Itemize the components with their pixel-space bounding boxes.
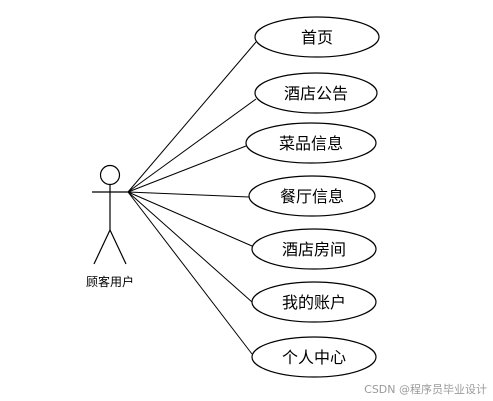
actor-figure bbox=[92, 164, 128, 265]
association-line-personal-center bbox=[127, 191, 253, 355]
use-case-hotel-rooms[interactable]: 酒店房间 bbox=[251, 228, 377, 270]
watermark: CSDN @程序员毕业设计 bbox=[364, 383, 487, 396]
use-case-dish-info[interactable]: 菜品信息 bbox=[245, 122, 377, 164]
actor-head bbox=[99, 164, 121, 186]
use-case-label-restaurant-info: 餐厅信息 bbox=[280, 187, 344, 206]
use-case-my-account[interactable]: 我的账户 bbox=[251, 281, 377, 323]
association-line-dish-info bbox=[127, 145, 247, 193]
use-case-label-my-account: 我的账户 bbox=[282, 293, 346, 312]
association-line-home bbox=[127, 41, 257, 193]
use-case-label-dish-info: 菜品信息 bbox=[279, 134, 343, 153]
use-case-hotel-announcement[interactable]: 酒店公告 bbox=[254, 72, 378, 114]
association-line-my-account bbox=[127, 191, 253, 303]
use-case-restaurant-info[interactable]: 餐厅信息 bbox=[248, 175, 376, 217]
association-line-hotel-announcement bbox=[127, 98, 257, 193]
use-case-home[interactable]: 首页 bbox=[254, 16, 380, 58]
association-line-restaurant-info bbox=[127, 191, 250, 198]
actor-right-leg bbox=[109, 229, 127, 265]
association-lines bbox=[127, 41, 257, 355]
use-case-label-home: 首页 bbox=[301, 28, 333, 47]
use-case-label-hotel-rooms: 酒店房间 bbox=[282, 240, 346, 259]
association-line-hotel-rooms bbox=[127, 191, 253, 247]
use-case-personal-center[interactable]: 个人中心 bbox=[251, 336, 377, 378]
use-case-label-personal-center: 个人中心 bbox=[282, 348, 346, 367]
actor-left-leg bbox=[93, 229, 111, 265]
actor-label: 顾客用户 bbox=[86, 274, 134, 289]
use-case-label-hotel-announcement: 酒店公告 bbox=[284, 84, 348, 103]
